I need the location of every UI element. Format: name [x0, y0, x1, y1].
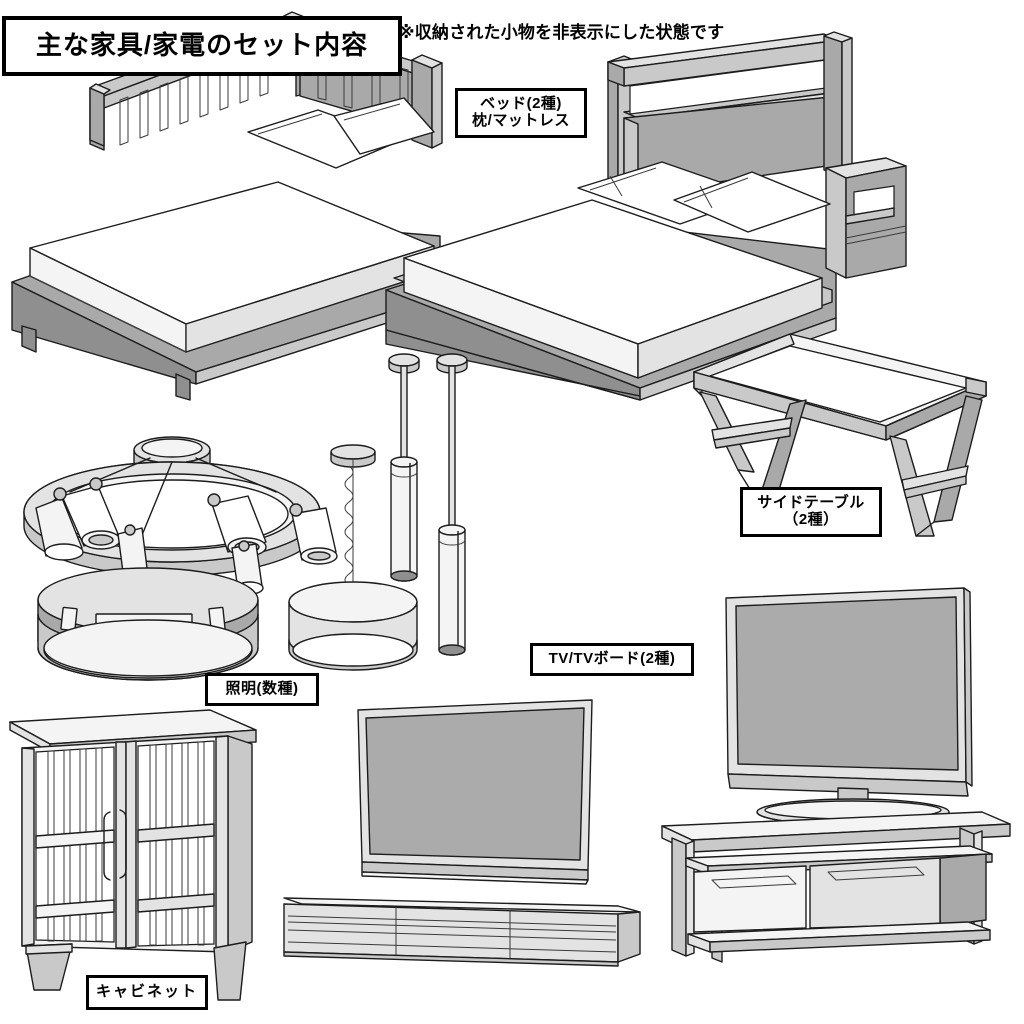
page-title-text: 主な家具/家電のセット内容: [35, 30, 369, 61]
label-side-table: サイドテーブル （2種）: [740, 487, 882, 537]
note-text: ※収納された小物を非表示にした状態です: [398, 23, 725, 42]
page-title: 主な家具/家電のセット内容: [2, 16, 402, 76]
label-lighting-line1: 照明(数種): [225, 680, 299, 698]
label-bed: ベッド(2種) 枕/マットレス: [455, 88, 587, 138]
label-bed-line1: ベッド(2種): [480, 95, 562, 113]
label-lighting: 照明(数種): [205, 673, 319, 706]
label-side-table-line1: サイドテーブル: [757, 494, 865, 512]
label-cabinet: キャビネット: [86, 975, 208, 1010]
label-tv-line1: TV/TVボード(2種): [548, 650, 676, 668]
label-side-table-line2: （2種）: [783, 511, 839, 528]
label-tv: TV/TVボード(2種): [530, 643, 694, 676]
label-cabinet-line1: キャビネット: [95, 983, 198, 1001]
label-bed-line2: 枕/マットレス: [472, 112, 570, 129]
